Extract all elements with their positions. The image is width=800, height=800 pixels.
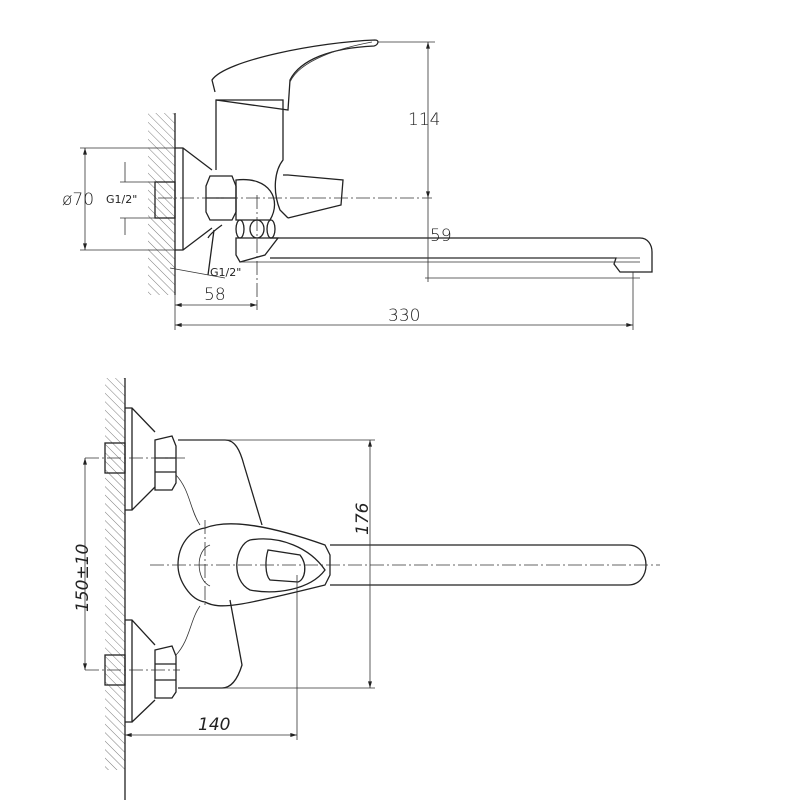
inlet-pipe (154, 181, 176, 219)
flange (175, 147, 213, 251)
hex-nut-top (154, 435, 177, 491)
spout (270, 237, 653, 273)
lever-hub (198, 544, 211, 587)
flange-bottom (125, 619, 156, 723)
dim-spout-length: 330 (388, 306, 420, 326)
body (215, 99, 289, 219)
body-outline (178, 439, 263, 689)
dim-outlet-thread: G1/2" (210, 266, 241, 279)
lever-handle (177, 523, 331, 607)
body-inner (175, 474, 201, 656)
lever-insert (265, 549, 306, 583)
lever-detail (289, 41, 373, 83)
swivel-ring (266, 219, 276, 239)
dim-body-height: 176 (353, 502, 373, 535)
dim-spout-height: 59 (430, 226, 452, 246)
hex-nut-bottom (154, 645, 177, 699)
dim-inlet-spacing: 150±10 (73, 544, 93, 612)
dim-height-lever: 114 (408, 110, 440, 130)
connector (235, 178, 276, 221)
wall-hatch (148, 113, 175, 295)
flange-top (125, 407, 156, 511)
diverter (283, 174, 344, 219)
dim-projection: 140 (198, 715, 230, 735)
dim-inlet-thread: G1/2" (106, 193, 137, 206)
outlet-detail (207, 224, 223, 276)
front-view: 150±10 176 140 (73, 378, 660, 800)
lever-ring (236, 538, 326, 593)
dim-flange-diameter: ø70 (62, 190, 94, 210)
lever-handle (211, 39, 379, 111)
dim-body-depth: 58 (204, 285, 226, 305)
swivel-ring (235, 219, 245, 239)
wall-hatch (105, 378, 125, 770)
side-view: ø70 G1/2" 114 59 G1/2" 58 330 (62, 39, 653, 330)
